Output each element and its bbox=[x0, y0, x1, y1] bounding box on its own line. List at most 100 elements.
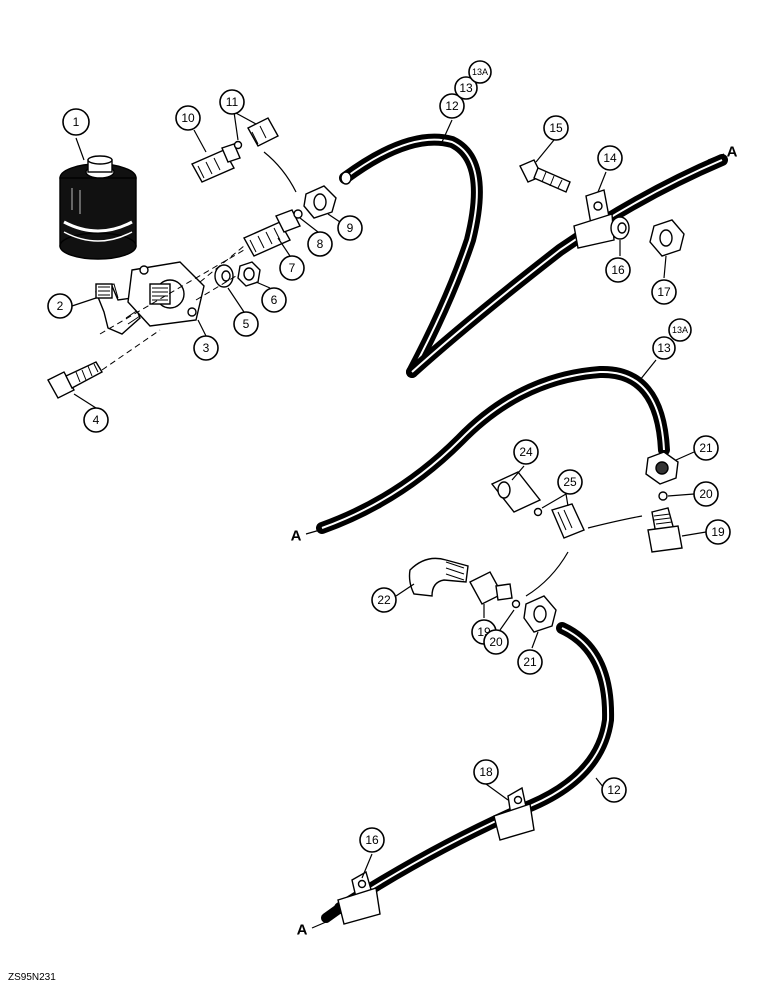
callout-label-2: 2 bbox=[57, 299, 64, 313]
callout-10 bbox=[175, 105, 201, 131]
callout-11 bbox=[219, 89, 245, 115]
callout-label-22: 22 bbox=[377, 593, 391, 607]
callout-4 bbox=[83, 407, 109, 433]
callout-label-21-upper: 21 bbox=[699, 441, 713, 455]
nut-part-17 bbox=[649, 219, 685, 257]
reference-mark-a-middle: A bbox=[291, 528, 302, 545]
ball-part-11 bbox=[233, 140, 243, 150]
callout-15 bbox=[543, 115, 569, 141]
callout-9 bbox=[337, 215, 363, 241]
nut-part-9 bbox=[303, 185, 337, 219]
clamp-part-16-lower bbox=[337, 870, 381, 925]
callout-13a-middle bbox=[668, 318, 692, 342]
nut-part-6 bbox=[237, 261, 261, 287]
coupling-part-24 bbox=[490, 471, 542, 513]
callout-label-24: 24 bbox=[519, 445, 533, 459]
ball-part-25 bbox=[533, 507, 543, 517]
callout-label-5: 5 bbox=[243, 317, 250, 331]
callout-label-9: 9 bbox=[347, 221, 354, 235]
callout-21-upper bbox=[693, 435, 719, 461]
callout-20-upper bbox=[693, 481, 719, 507]
flange-adapter-part-3 bbox=[127, 261, 205, 327]
lower-hose-part-12 bbox=[321, 622, 615, 923]
callout-label-13-upper: 13 bbox=[459, 81, 473, 95]
callout-label-12-upper: 12 bbox=[445, 99, 459, 113]
callout-label-25: 25 bbox=[563, 475, 577, 489]
callout-label-21-lower: 21 bbox=[523, 655, 537, 669]
washer-part-5 bbox=[214, 264, 234, 288]
callout-label-11: 11 bbox=[226, 95, 239, 109]
callout-24 bbox=[513, 439, 539, 465]
callout-label-1: 1 bbox=[73, 115, 80, 129]
callout-5 bbox=[233, 311, 259, 337]
flow-arrow-upper bbox=[263, 151, 297, 193]
callout-3 bbox=[193, 335, 219, 361]
callout-22 bbox=[371, 587, 397, 613]
bolt-part-4 bbox=[47, 361, 103, 399]
callout-18 bbox=[473, 759, 499, 785]
callout-25 bbox=[557, 469, 583, 495]
clamp-part-14 bbox=[573, 189, 615, 249]
callout-label-20-lower: 20 bbox=[489, 635, 503, 649]
callout-8 bbox=[307, 231, 333, 257]
callout-label-15: 15 bbox=[549, 121, 563, 135]
ball-part-20-upper bbox=[658, 491, 668, 501]
adapter-part-7 bbox=[243, 209, 301, 257]
callout-7 bbox=[279, 255, 305, 281]
callout-label-4: 4 bbox=[93, 413, 100, 427]
fitting-part-19-lower bbox=[469, 571, 513, 605]
callout-label-16-lower: 16 bbox=[365, 833, 379, 847]
callout-label-10: 10 bbox=[181, 111, 195, 125]
callout-label-6: 6 bbox=[271, 293, 278, 307]
callout-label-20-upper: 20 bbox=[699, 487, 713, 501]
figure-code: ZS95N231 bbox=[8, 972, 56, 983]
flow-arrow-middle bbox=[587, 515, 643, 529]
callout-label-8: 8 bbox=[317, 237, 324, 251]
callout-12-upper bbox=[439, 93, 465, 119]
ball-part-20-lower bbox=[511, 599, 521, 609]
callout-label-16-upper: 16 bbox=[611, 263, 625, 277]
clamp-part-18 bbox=[493, 786, 535, 841]
callout-label-19-upper: 19 bbox=[711, 525, 725, 539]
callout-21-lower bbox=[517, 649, 543, 675]
callout-label-13a-upper: 13A bbox=[472, 67, 488, 77]
elbow-part-22 bbox=[408, 557, 469, 597]
upper-hose-part-12 bbox=[339, 133, 728, 378]
washer-part-16 bbox=[610, 216, 630, 240]
nut-part-21-upper bbox=[645, 451, 679, 485]
callout-13-upper bbox=[454, 76, 478, 100]
fitting-part-10 bbox=[191, 143, 241, 183]
nut-part-21-lower bbox=[523, 595, 557, 633]
callout-17 bbox=[651, 279, 677, 305]
callout-label-18: 18 bbox=[479, 765, 493, 779]
reference-mark-a-upper: A bbox=[727, 144, 738, 161]
alignment-lines bbox=[99, 245, 245, 371]
flow-arrow-lower bbox=[525, 551, 569, 597]
callouts: 1 2 3 4 5 6 7 8 9 10 bbox=[47, 60, 731, 879]
callout-16-lower bbox=[359, 827, 385, 853]
callout-1 bbox=[62, 108, 90, 136]
reference-mark-a-lower: A bbox=[297, 922, 308, 939]
fitting-part-19-upper bbox=[647, 507, 683, 553]
fitting-part-11 bbox=[247, 117, 279, 147]
callout-label-7: 7 bbox=[289, 261, 296, 275]
callout-19-upper bbox=[705, 519, 731, 545]
callout-14 bbox=[597, 145, 623, 171]
middle-hose-part-13 bbox=[316, 365, 670, 534]
callout-label-13-middle: 13 bbox=[657, 341, 671, 355]
callout-20-lower bbox=[483, 629, 509, 655]
filter-canister-part bbox=[59, 155, 137, 260]
callout-label-12-lower: 12 bbox=[607, 783, 621, 797]
callout-16-upper bbox=[605, 257, 631, 283]
callout-13a-upper bbox=[468, 60, 492, 84]
callout-6 bbox=[261, 287, 287, 313]
elbow-fitting-part-2 bbox=[95, 283, 141, 335]
callout-13-middle bbox=[652, 336, 676, 360]
bolt-part-15 bbox=[519, 159, 571, 193]
callout-label-3: 3 bbox=[203, 341, 210, 355]
callout-label-14: 14 bbox=[603, 151, 617, 165]
fitting-part-25 bbox=[551, 503, 585, 539]
callout-12-lower bbox=[601, 777, 627, 803]
reference-marks: A A A bbox=[291, 144, 738, 939]
